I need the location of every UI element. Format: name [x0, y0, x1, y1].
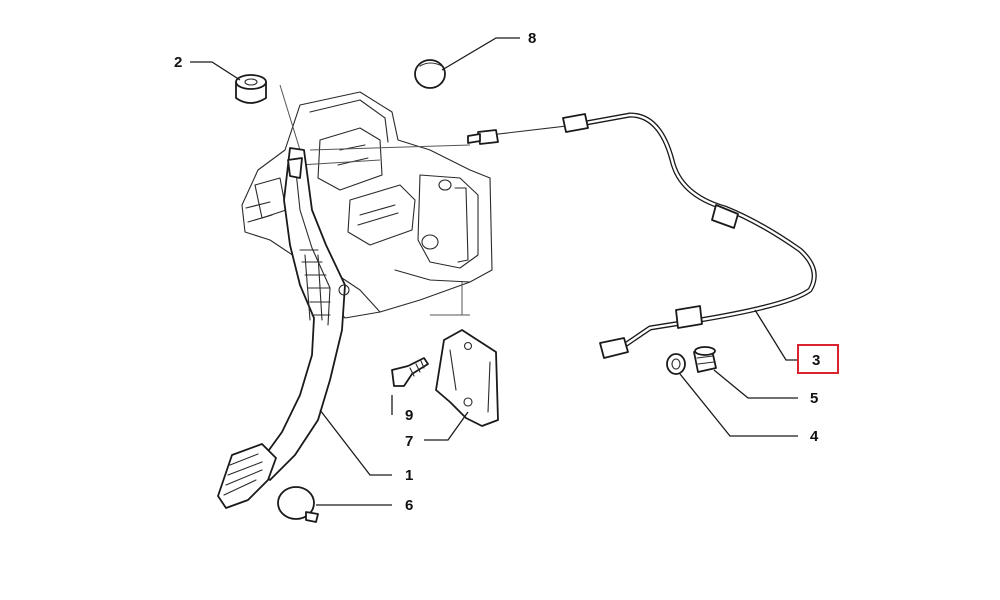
callout-8: 8 [528, 30, 536, 47]
accelerator-cable [467, 112, 817, 359]
callout-1: 1 [405, 467, 413, 484]
cap-plug [414, 59, 446, 89]
clip-washer [666, 353, 686, 375]
callout-3: 3 [812, 352, 820, 369]
pedal-stop-buffer [277, 486, 319, 523]
callout-4: 4 [810, 428, 819, 445]
callout-2: 2 [174, 54, 182, 71]
bolt [391, 357, 429, 387]
leader-lines [190, 37, 798, 506]
callout-5: 5 [810, 390, 818, 407]
pedal-bracket-outline [241, 84, 493, 319]
callout-labels: 2 8 3 5 4 9 7 1 6 [174, 30, 820, 514]
rubber-bush [235, 74, 267, 104]
callout-7: 7 [405, 433, 413, 450]
mounting-plate [435, 329, 499, 427]
highlight-box [797, 344, 839, 374]
callout-6: 6 [405, 497, 413, 514]
callout-9: 9 [405, 407, 413, 424]
grommet [693, 346, 717, 373]
accelerator-pedal-arm [217, 147, 350, 509]
